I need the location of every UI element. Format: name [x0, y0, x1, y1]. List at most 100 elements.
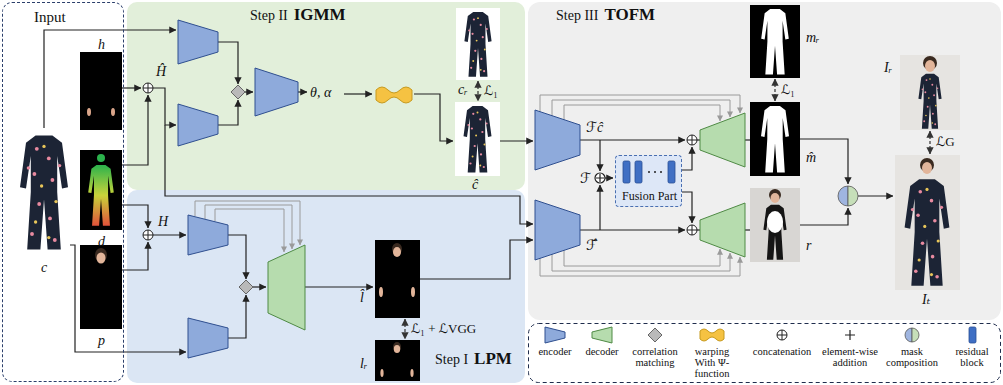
- skip-connection: [552, 100, 730, 117]
- wire: [682, 192, 692, 223]
- wire: [420, 240, 533, 279]
- image-label: p: [98, 333, 105, 348]
- image-thumbnails: [18, 128, 70, 256]
- addition-symbol: [595, 173, 605, 183]
- image-thumbnails: [20, 136, 68, 250]
- encoder-symbol: [188, 215, 228, 255]
- wire: [122, 242, 148, 270]
- image-thumbnails: [922, 78, 939, 125]
- wire: [153, 88, 176, 125]
- legend-text: correlation matching: [626, 346, 684, 368]
- image-thumbnails: [464, 106, 492, 173]
- image-thumbnails: [925, 60, 935, 72]
- decoder-symbol: [268, 113, 745, 343]
- correlation-diamond: [239, 280, 253, 294]
- feature-label: ℱ: [580, 171, 591, 186]
- image-thumbnails: [97, 154, 105, 162]
- residual-block: [660, 171, 662, 173]
- wire: [122, 95, 148, 165]
- wire: [605, 177, 613, 178]
- image-thumbnails: [763, 205, 786, 260]
- image-thumbnails: [88, 165, 114, 226]
- residual-block: [635, 161, 642, 183]
- panel-fill: [127, 2, 1001, 383]
- wire: [44, 30, 176, 128]
- result-image: r: [750, 188, 800, 262]
- panel-title: Step III: [556, 8, 598, 23]
- image-thumbnails: [911, 188, 943, 279]
- image-thumbnails: [111, 108, 115, 116]
- image-thumbnails: [394, 345, 400, 353]
- densepose-map: d: [81, 151, 123, 231]
- wire: [228, 235, 246, 279]
- residual-block: [623, 161, 630, 183]
- warped-garment: ĉ: [455, 102, 500, 176]
- image-thumbnails: [761, 106, 789, 173]
- warping-symbol: [376, 87, 412, 103]
- concat-symbol: [687, 225, 697, 235]
- skip-connection: [552, 253, 730, 271]
- wire: [800, 208, 848, 225]
- image-thumbnails: [761, 9, 789, 75]
- face-map: p: [81, 246, 123, 330]
- encoder-symbol: [545, 327, 565, 343]
- image-thumbnails: [900, 55, 960, 130]
- panel-fill: [127, 190, 525, 383]
- wire: [70, 245, 186, 352]
- step-panel: Step ILPMl̂lᵣ: [127, 190, 525, 383]
- image-thumbnails: [467, 111, 487, 168]
- wire: [682, 147, 692, 170]
- garment-image: c: [19, 129, 71, 257]
- legend-text: mask composition: [882, 346, 942, 368]
- encoder-symbol: [535, 200, 580, 260]
- image-label: lᵣ: [360, 356, 367, 371]
- correlation-diamond: [648, 328, 662, 342]
- concat-symbol: [687, 135, 697, 145]
- image-label: d: [98, 234, 105, 249]
- feature-label: ℱĉ: [586, 120, 603, 135]
- panel-title: LPM: [474, 350, 512, 369]
- skip-connection: [195, 95, 740, 276]
- loss-label: ℒG: [935, 135, 956, 149]
- wire: [44, 30, 893, 352]
- step-panel: Step IIITOFMmᵣFusion Partm̂rIᵣIₜ: [528, 2, 1001, 320]
- encoder-symbol: [535, 110, 580, 170]
- loss-connector: [404, 319, 405, 339]
- encoder-symbol: [178, 20, 580, 358]
- wire: [245, 91, 253, 92]
- mask-composition-symbol: [912, 328, 919, 342]
- wire: [218, 100, 238, 125]
- concat-symbol: [687, 225, 697, 235]
- wire: [745, 139, 750, 140]
- panel-fill: [615, 155, 682, 207]
- concat-symbol: [687, 135, 697, 145]
- panel-fill: [127, 2, 525, 190]
- image-thumbnails: [750, 188, 800, 262]
- mask-image: m̂: [750, 102, 800, 176]
- encoder-symbol: [178, 104, 218, 146]
- warping-symbol: [376, 87, 724, 341]
- panel-title: Step I: [435, 352, 468, 367]
- wire: [414, 94, 453, 141]
- panel-title: TOFM: [604, 6, 655, 25]
- encoder-symbol: [188, 318, 228, 358]
- decoder-symbol: [592, 327, 612, 343]
- wire: [122, 87, 141, 88]
- mask-composition-symbol: [838, 186, 919, 342]
- mask-composition-symbol: [905, 328, 912, 342]
- box-label: Fusion Part: [622, 190, 677, 203]
- image-thumbnails: [918, 74, 941, 129]
- image-thumbnails: [97, 253, 106, 264]
- image-thumbnails: [922, 162, 932, 174]
- concat-symbol: [777, 330, 787, 340]
- legend-text: encoder: [533, 346, 577, 357]
- wire: [122, 205, 148, 228]
- image-thumbnails: [80, 52, 122, 130]
- image-thumbnails: [393, 342, 401, 352]
- image-label: Iᵣ: [884, 60, 892, 75]
- loss-label: ℒ₁ + ℒVGG: [410, 322, 477, 336]
- concat-symbol: [143, 230, 153, 240]
- image-thumbnails: [393, 247, 401, 257]
- image-thumbnails: [750, 102, 800, 176]
